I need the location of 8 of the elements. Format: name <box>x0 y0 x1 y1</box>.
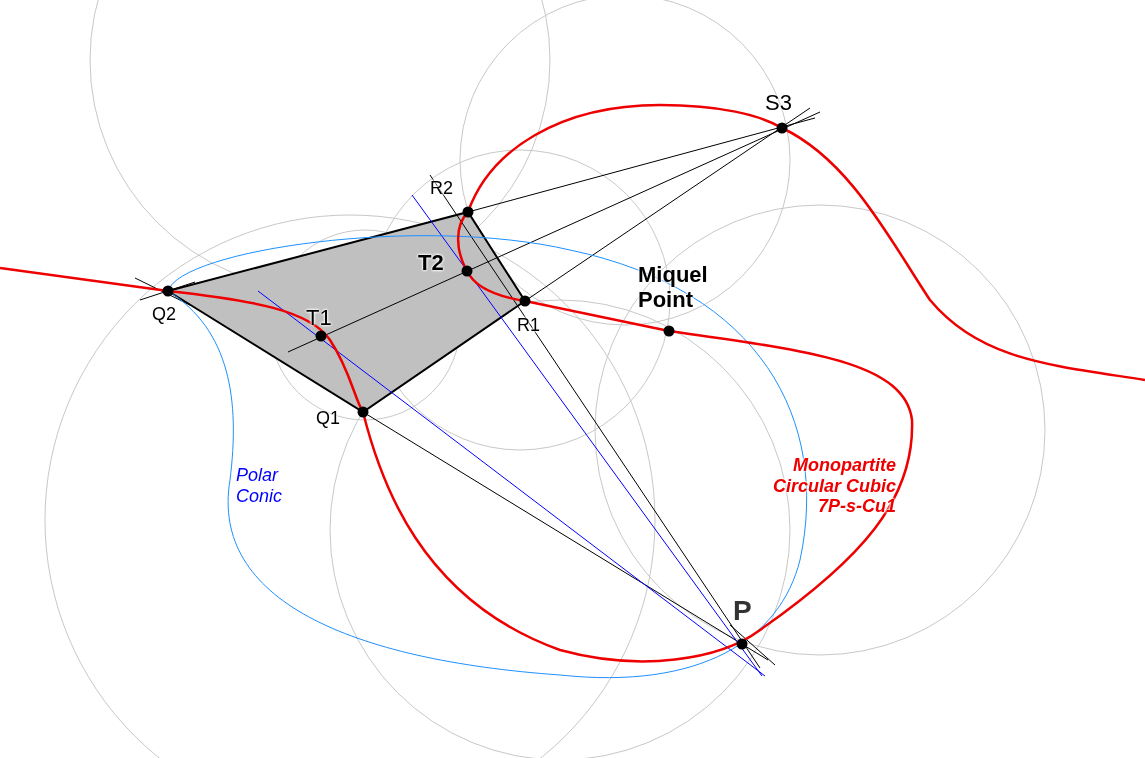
point-label: T1 <box>306 305 332 331</box>
point-label: T2 <box>418 250 444 276</box>
curve-label: Polar Conic <box>236 465 284 507</box>
point-label: Q1 <box>316 408 340 429</box>
point-label: R2 <box>430 178 453 199</box>
point-label: P <box>733 595 752 627</box>
point-label: S3 <box>765 90 792 116</box>
point-label: Q2 <box>152 304 176 325</box>
